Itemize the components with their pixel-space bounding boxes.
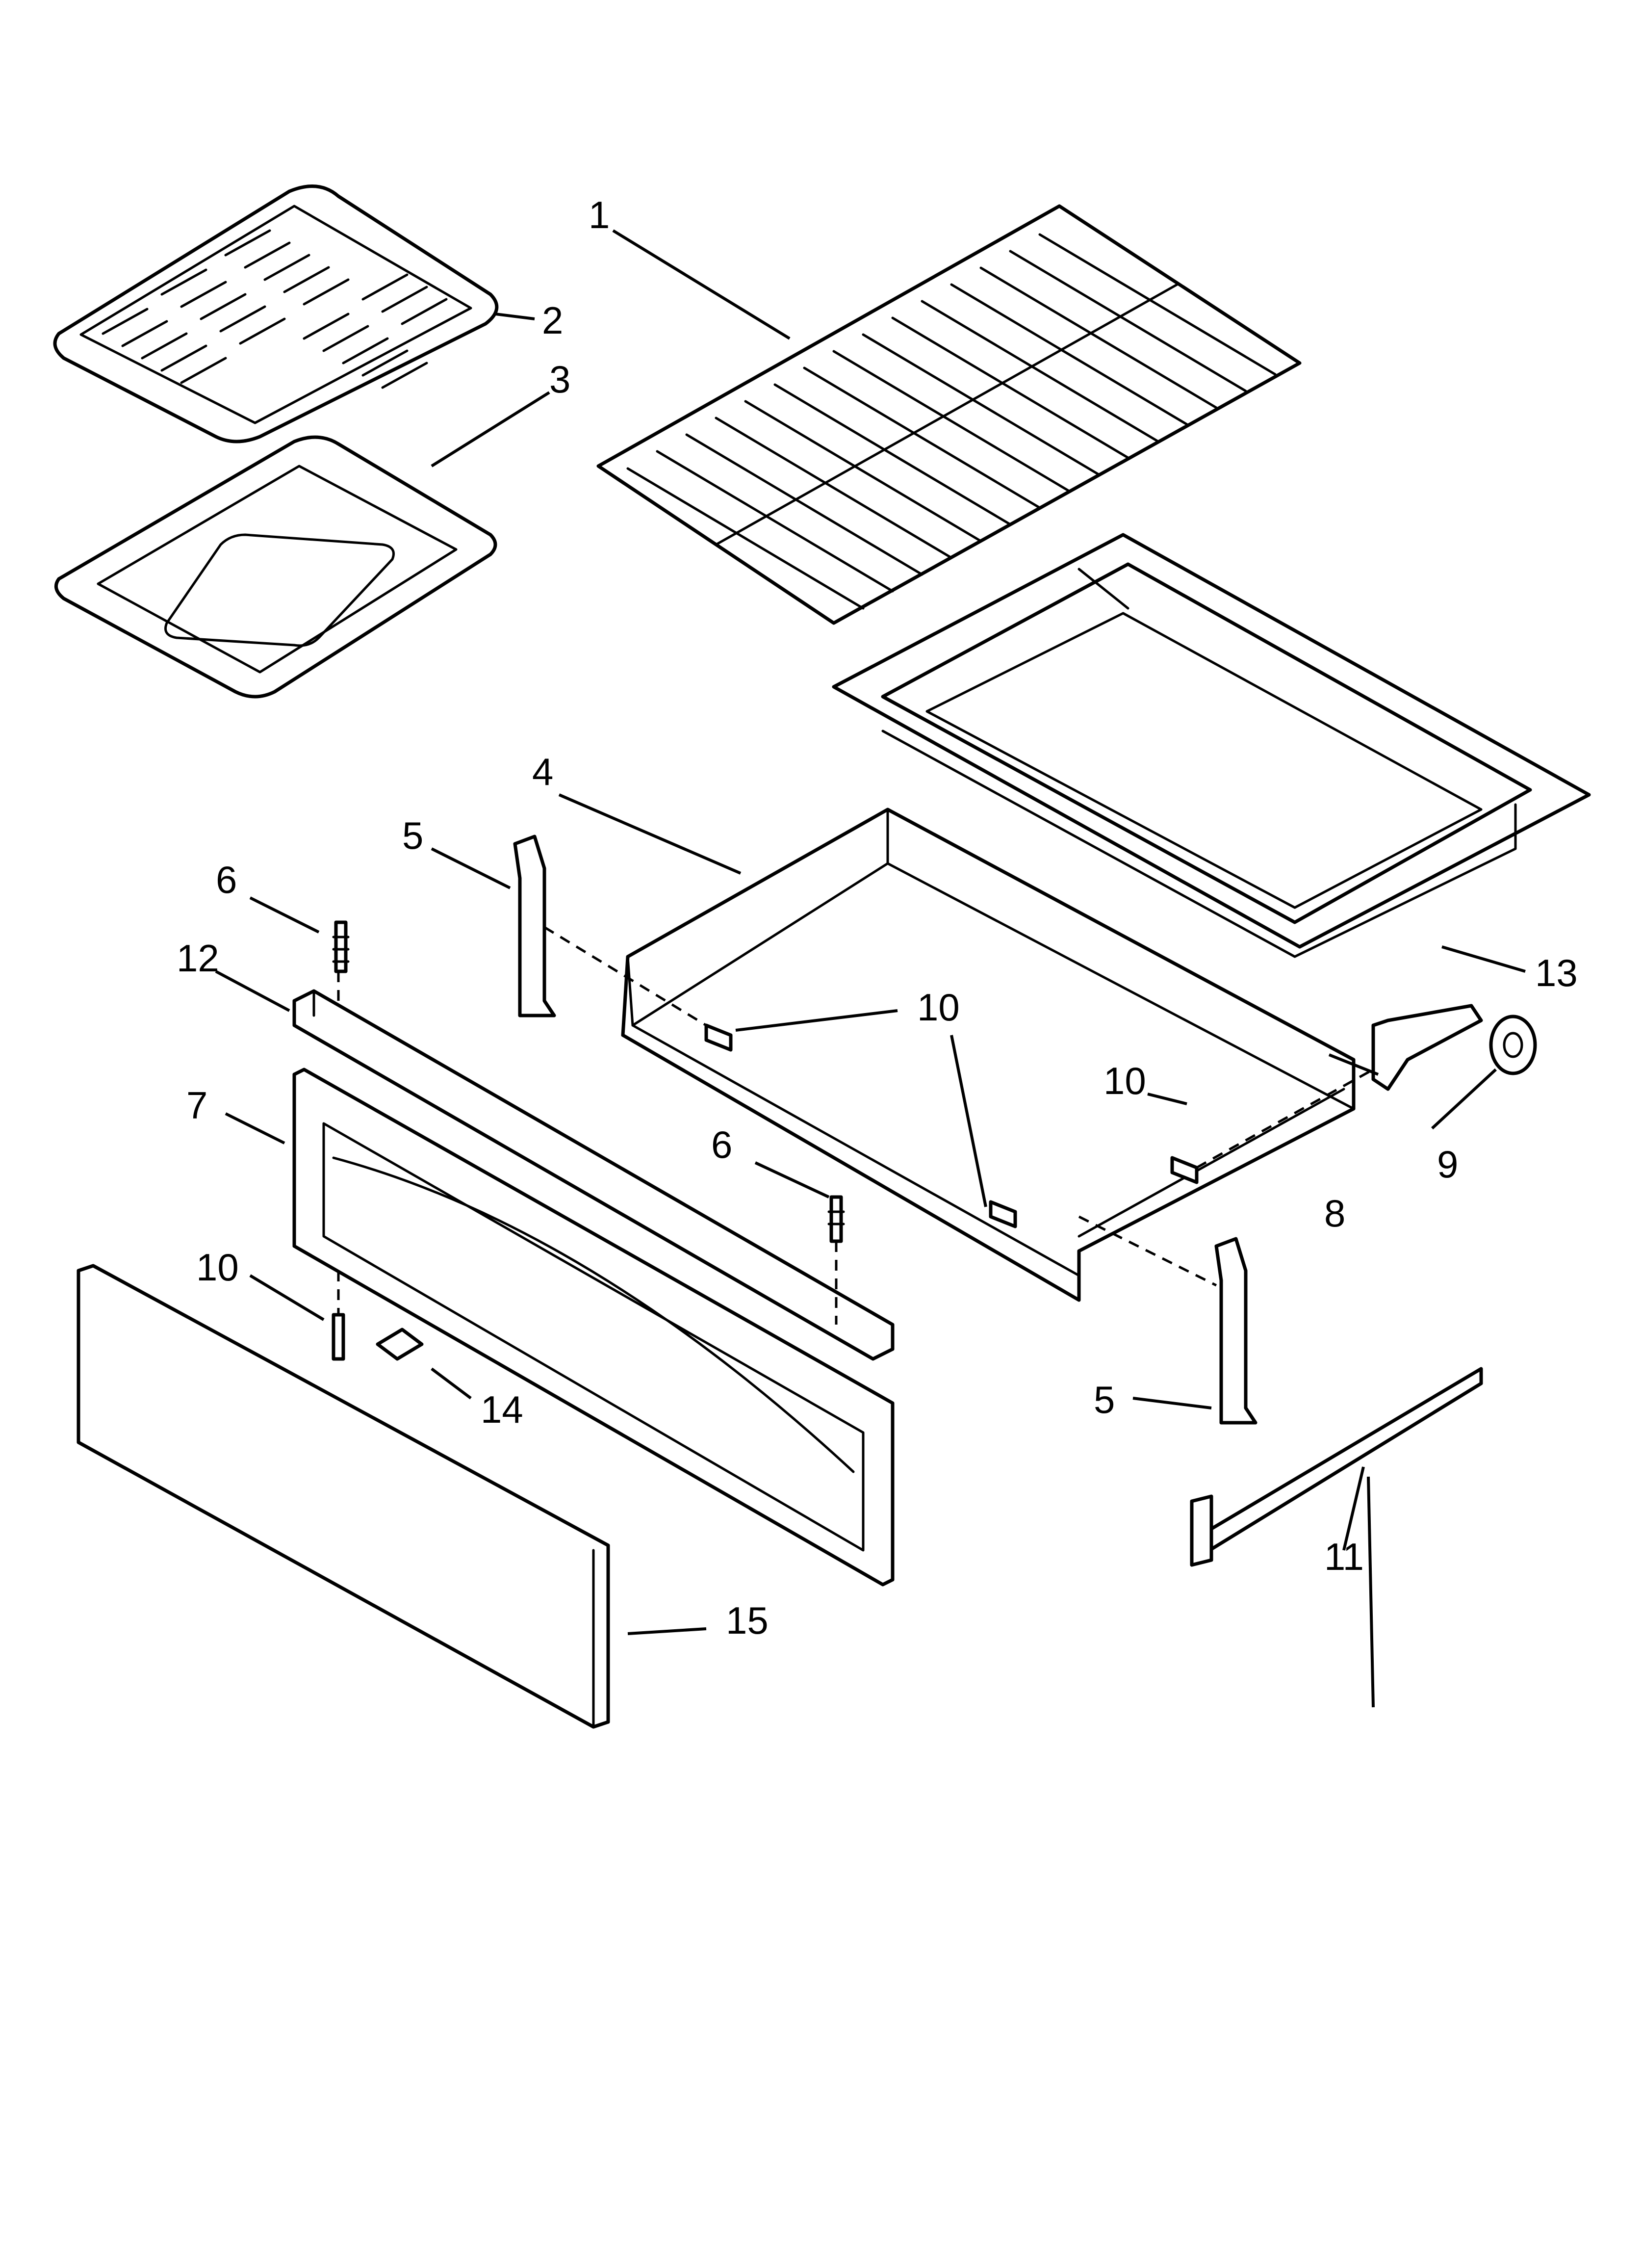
drawer-slide-rail — [1190, 1367, 1483, 1567]
callout-10a: 10 — [917, 986, 960, 1029]
callout-10b: 10 — [1103, 1059, 1146, 1102]
screw — [989, 1200, 1017, 1228]
callout-3: 3 — [549, 358, 570, 401]
assembly-lines — [337, 926, 1374, 1325]
drawer-front — [292, 1068, 895, 1587]
clip — [376, 1328, 424, 1361]
roller — [1489, 1015, 1537, 1075]
stud — [827, 1195, 845, 1243]
broiler-grid-slots — [102, 229, 448, 389]
callout-8: 8 — [1324, 1192, 1345, 1235]
drawer-panel — [77, 1264, 610, 1729]
callout-12: 12 — [177, 937, 219, 980]
callout-1: 1 — [589, 193, 610, 236]
screw — [704, 1023, 733, 1052]
drawer-slide-bracket — [1214, 1237, 1257, 1425]
callout-2: 2 — [542, 299, 563, 342]
drawer-pan — [832, 533, 1591, 958]
callout-14: 14 — [481, 1388, 523, 1431]
callout-4: 4 — [532, 750, 553, 793]
broiler-pan — [54, 435, 497, 699]
callout-labels: 1 2 3 4 5 5 6 6 7 8 9 10 10 10 11 12 13 … — [177, 193, 1578, 1642]
callout-5b: 5 — [1094, 1378, 1115, 1421]
callout-5a: 5 — [402, 814, 423, 857]
oven-rack-wires — [626, 233, 1277, 610]
callout-9: 9 — [1437, 1143, 1458, 1186]
callout-13: 13 — [1535, 951, 1578, 994]
callout-7: 7 — [186, 1084, 207, 1127]
broiler-grid — [53, 184, 499, 443]
callout-15: 15 — [726, 1599, 769, 1642]
callout-6b: 6 — [711, 1123, 732, 1166]
leader-lines — [215, 229, 1526, 1708]
callout-6a: 6 — [216, 858, 237, 901]
handle-trim — [292, 989, 895, 1361]
oven-rack — [596, 204, 1302, 625]
screw — [332, 1313, 345, 1361]
callout-11: 11 — [1324, 1535, 1364, 1578]
roller-bracket — [1371, 1004, 1483, 1091]
screw — [1170, 1156, 1199, 1184]
stud — [332, 920, 350, 973]
drawer-slide-bracket — [513, 834, 556, 1017]
callout-10c: 10 — [196, 1246, 239, 1289]
